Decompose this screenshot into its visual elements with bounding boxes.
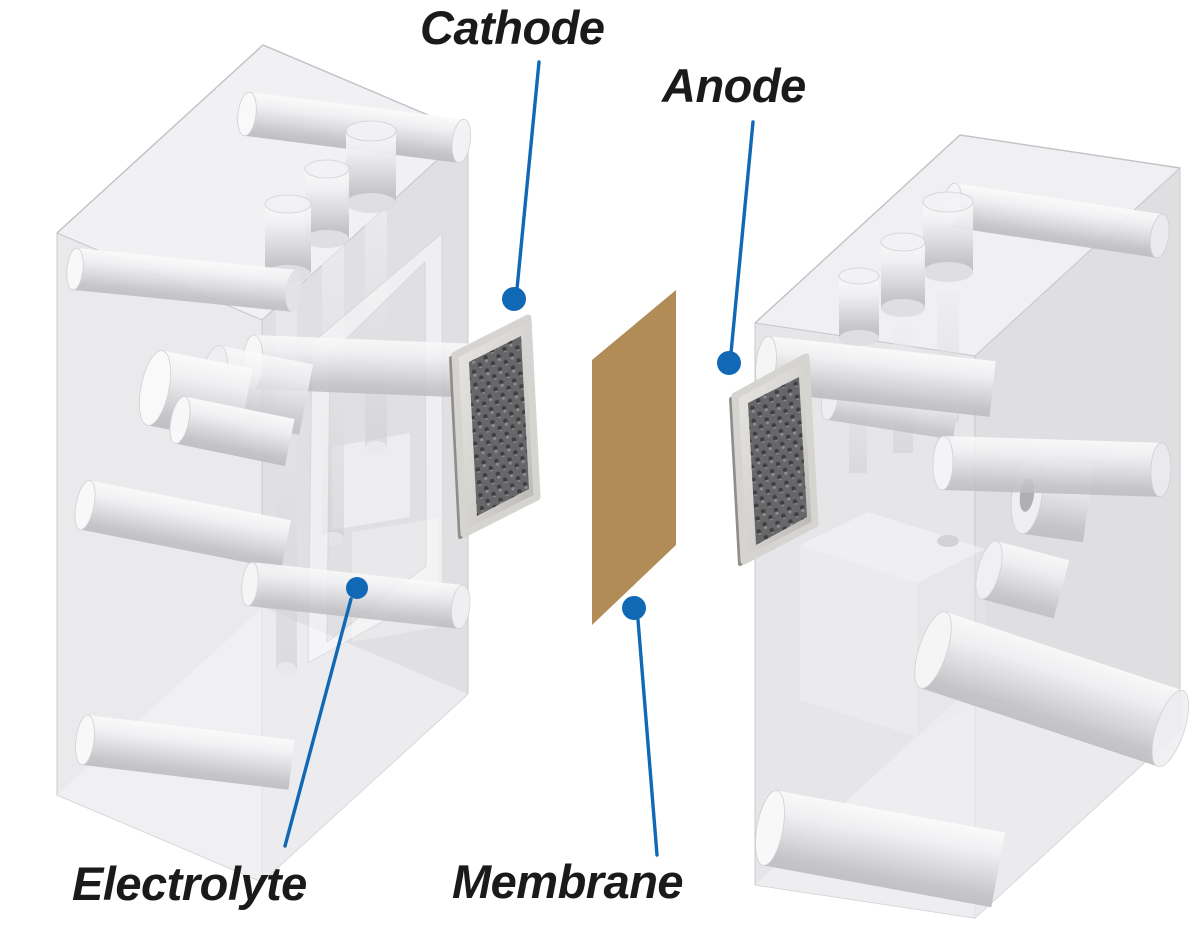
anode-plate [729,353,819,566]
right-block-port-bottom [755,790,1006,908]
membrane-callout-dot [622,596,646,620]
left-block-port-bottom [75,714,295,790]
left-block-top-edge [56,44,469,234]
right-block-vertical-port-2 [880,232,926,317]
right-block-port-middle [932,435,1172,498]
electrolyte-callout-line [283,597,353,848]
cathode-callout-line [515,60,541,291]
membrane-sheet [592,290,676,625]
left-block-boss-small [169,396,295,467]
cathode-callout-dot [502,287,526,311]
left-end-plate-block [56,44,490,884]
right-block-stub-port [975,540,1070,619]
cathode-plate [449,314,541,539]
left-block-port-upper-left [66,247,303,312]
anode-callout-line [729,120,755,355]
electrolyte-label: Electrolyte [72,857,307,910]
right-block-vertical-port-1 [922,191,974,282]
anode-label: Anode [662,59,806,112]
anode-mesh-holes [748,377,807,545]
left-block-vertical-port-2 [304,159,350,248]
membrane-callout-line [636,618,659,857]
anode-callout-dot [717,351,741,375]
electrolyte-callout-dot [346,577,368,599]
cathode-label: Cathode [420,1,605,54]
callouts [283,60,755,857]
left-block-vertical-port-1 [345,120,397,213]
right-block-vertical-port-3 [838,267,880,346]
right-block-top-edge [754,134,1181,324]
membrane-label: Membrane [452,855,684,908]
left-block-port-lower-left [74,480,291,570]
right-block-port-lower [914,611,1190,768]
left-block-flow-window [332,433,410,530]
cathode-mesh-holes [469,336,529,516]
